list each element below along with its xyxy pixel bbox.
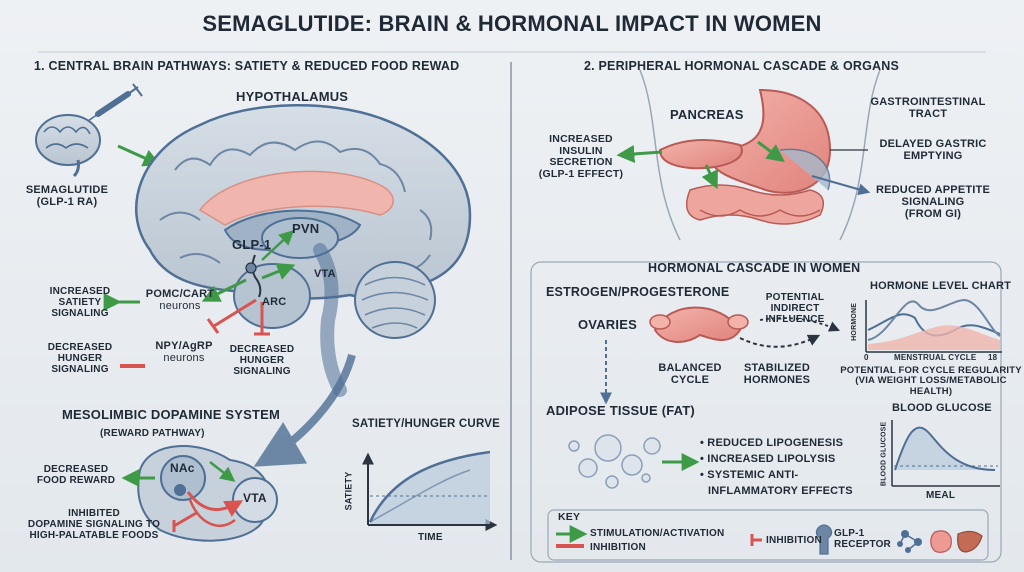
cascade-panel <box>530 261 1002 563</box>
hypothalamus-label: HYPOTHALAMUS <box>236 89 349 104</box>
mesolimbic-illustration <box>137 445 278 542</box>
influence-arrow <box>759 317 840 332</box>
hormone-x1: 18 <box>988 353 998 362</box>
potential-label: POTENTIAL INDIRECT INFLUENCE <box>765 292 825 325</box>
brain-to-reward-arrow <box>253 353 356 467</box>
hormone-x0: 0 <box>864 353 869 362</box>
satiety-curve-chart <box>362 450 498 531</box>
ovaries-label: OVARIES <box>578 317 637 332</box>
delayed-label: DELAYED GASTRIC EMPTYING <box>879 138 987 163</box>
key-panel <box>547 509 989 561</box>
syringe-icon <box>87 83 143 122</box>
section2-heading: 2. PERIPHERAL HORMONAL CASCADE & ORGANS <box>584 59 900 73</box>
inhibited-label: INHIBITED DOPAMINE SIGNALING TO HIGH-PAL… <box>27 508 161 541</box>
pancreas-label: PANCREAS <box>670 107 744 122</box>
estrogen-label: ESTROGEN/PROGESTERONE <box>546 285 730 299</box>
drug-label: SEMAGLUTIDE (GLP-1 RA) <box>25 184 109 209</box>
mesolimbic-title: MESOLIMBIC DOPAMINE SYSTEM <box>62 407 281 422</box>
cascade-title: HORMONAL CASCADE IN WOMEN <box>648 261 861 275</box>
key-receptor-label: GLP-1 RECEPTOR <box>834 528 891 550</box>
effect-item: • REDUCED LIPOGENESIS <box>700 437 844 449</box>
molecule-icon <box>897 530 922 553</box>
glucose-y-label: BLOOD GLUCOSE <box>880 421 888 487</box>
key-stim-label: STIMULATION/ACTIVATION <box>590 528 725 539</box>
inc-satiety-label: INCREASED SATIETY SIGNALING <box>49 286 111 319</box>
cycle-regularity-label: POTENTIAL FOR CYCLE REGULARITY (VIA WEIG… <box>840 365 1022 397</box>
arc-to-vta-arrow <box>261 262 296 280</box>
vta2-label: VTA <box>243 491 267 505</box>
appetite-arrow <box>811 175 871 196</box>
liver-icon <box>957 530 983 553</box>
curve-y-label: SATIETY <box>343 471 354 511</box>
vta-label: VTA <box>314 268 336 280</box>
page-title: SEMAGLUTIDE: BRAIN & HORMONAL IMPACT IN … <box>202 11 822 36</box>
small-brain-icon <box>35 114 101 178</box>
curve-x-label: TIME <box>418 532 443 543</box>
hormone-chart-title: HORMONE LEVEL CHART <box>870 280 1012 292</box>
blood-glucose-chart <box>891 420 1000 487</box>
reduced-appetite-label: REDUCED APPETITE SIGNALING (FROM GI) <box>875 184 991 221</box>
insulin-label: INCREASED INSULIN SECRETION (GLP-1 EFFEC… <box>538 133 624 180</box>
key-inhib2-label: INHIBITION <box>766 535 822 546</box>
hormone-y-label: HORMONE <box>851 302 859 341</box>
effect-item: • SYSTEMIC ANTI- <box>700 468 799 481</box>
glucose-title: BLOOD GLUCOSE <box>892 402 992 414</box>
pvn-label: PVN <box>292 221 320 236</box>
npy-inhibit-arrow <box>213 298 257 328</box>
adipose-label: ADIPOSE TISSUE (FAT) <box>546 403 695 418</box>
insulin-arrow <box>616 144 663 163</box>
torso-gi-illustration <box>639 69 881 241</box>
adipose-cells <box>568 434 661 489</box>
arc-to-pvn-arrow <box>261 229 295 261</box>
npy-label: NPY/AgRP neurons <box>155 340 213 365</box>
section1-heading: 1. CENTRAL BRAIN PATHWAYS: SATIETY & RED… <box>34 59 460 73</box>
effect-item: INFLAMMATORY EFFECTS <box>708 484 853 497</box>
dec-hunger-left-label: DECREASED HUNGER SIGNALING <box>47 342 113 375</box>
nac-label: NAc <box>170 461 195 475</box>
organ-icon <box>930 530 952 553</box>
adipose-effects-list: • REDUCED LIPOGENESIS • INCREASED LIPOLY… <box>700 436 853 500</box>
mesolimbic-subtitle: (REWARD PATHWAY) <box>100 428 205 439</box>
arc-label: ARC <box>262 296 287 308</box>
hormone-x-label: MENSTRUAL CYCLE <box>894 353 977 362</box>
pancreas-gi-arrow <box>757 140 785 163</box>
glp1-receptor-icon <box>815 524 833 555</box>
nac-vta-red-arrow <box>186 491 244 517</box>
dec-food-reward-label: DECREASED FOOD REWARD <box>36 464 116 486</box>
pomc-label: POMC/CART neurons <box>145 288 215 313</box>
dec-hunger-center-label: DECREASED HUNGER SIGNALING <box>229 344 295 377</box>
stabilize-arrow <box>739 334 821 348</box>
stabilized-label: STABILIZED HORMONES <box>743 362 811 387</box>
brain-sagittal-illustration <box>135 104 472 397</box>
ovaries-illustration <box>649 306 749 343</box>
glp1-label: GLP-1 <box>232 237 272 252</box>
glucose-x-label: MEAL <box>926 490 956 501</box>
gi-label: GASTROINTESTINAL TRACT <box>870 96 986 121</box>
hormone-level-chart <box>865 298 1002 353</box>
pomc-stim-arrow <box>201 278 247 302</box>
key-label: KEY <box>558 511 581 523</box>
balanced-label: BALANCED CYCLE <box>658 362 722 387</box>
effect-item: • INCREASED LIPOLYSIS <box>700 452 836 465</box>
key-inhibition-symbol <box>750 534 762 546</box>
key-inhib-label: INHIBITION <box>590 542 646 553</box>
curve-title: SATIETY/HUNGER CURVE <box>352 418 500 430</box>
